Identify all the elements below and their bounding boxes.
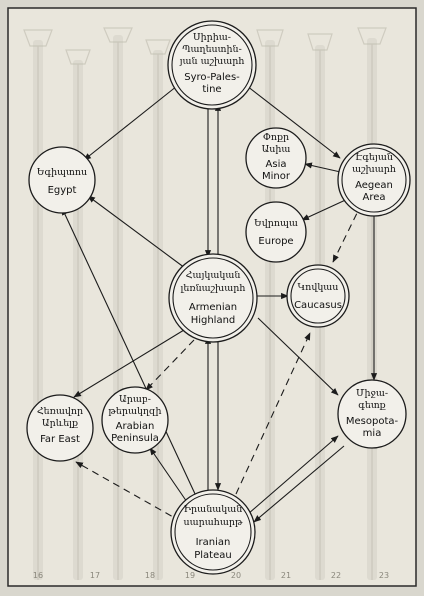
node-label-hy: յան աշխարհ xyxy=(179,56,245,67)
node-label-en: Peninsula xyxy=(111,433,159,444)
edge-aegean-asia xyxy=(304,162,346,174)
node-label-en: Caucasus xyxy=(294,300,342,311)
node-label-en: Arabian xyxy=(116,421,155,432)
node-label-hy: Սիրիա- xyxy=(193,32,231,43)
figure-number: 17 xyxy=(90,571,100,580)
node-label-hy: Կովկաս xyxy=(298,282,339,293)
node-label-en: Iranian xyxy=(196,537,231,548)
node-arabian-peninsula: Արաբ- թերակղզի Arabian Peninsula xyxy=(101,386,169,454)
figure-number: 20 xyxy=(231,571,241,580)
edge-syro-egypt xyxy=(83,85,178,161)
node-label-en: Minor xyxy=(262,171,291,182)
node-syro-palestine: Սիրիա- Պաղեստին- յան աշխարհ Syro-Pales- … xyxy=(167,20,257,110)
node-label-hy: Միջա- xyxy=(356,388,388,399)
node-aegean-area: Էգեյան աշխարհ Aegean Area xyxy=(337,143,411,217)
figure-number: 19 xyxy=(185,571,195,580)
node-mesopotamia: Միջա- գետք Mesopota- mia xyxy=(337,379,407,449)
figure-number: 21 xyxy=(281,571,291,580)
edge-meso-iranian xyxy=(253,445,345,523)
edge-armenian-fareast xyxy=(73,329,185,398)
edge-iranian-fareast xyxy=(75,461,183,523)
node-label-en: Asia xyxy=(266,159,287,170)
figure-number: 23 xyxy=(379,571,389,580)
node-label-hy: լեռնաշխարհ xyxy=(181,283,246,294)
node-armenian-highland: Հայկական լեռնաշխարհ Armenian Highland xyxy=(168,253,258,343)
edge-iranian-caucasus xyxy=(235,332,311,495)
edge-aegean-caucasus xyxy=(332,202,363,263)
edges xyxy=(61,85,378,523)
edge-armenian-egypt xyxy=(87,195,186,269)
node-label-en: Far East xyxy=(40,434,80,445)
node-label-hy: Պաղեստին- xyxy=(182,44,242,55)
node-label-hy: Եգիպտոս xyxy=(37,167,87,178)
figure-number: 16 xyxy=(33,571,43,580)
node-label-hy: Հեռավոր xyxy=(37,406,83,417)
node-label-en: Aegean xyxy=(355,180,393,191)
node-label-hy: Փոքր xyxy=(263,132,289,143)
node-label-en: Area xyxy=(362,192,385,203)
node-label-hy: Արևելք xyxy=(42,418,78,429)
node-iranian-plateau: Իրանական սարահարթ Iranian Plateau xyxy=(170,489,256,575)
node-label-hy: Հայկական xyxy=(186,270,241,281)
figure-number: 18 xyxy=(145,571,155,580)
node-label-en: mia xyxy=(363,428,382,439)
node-label-en: Europe xyxy=(258,236,293,247)
node-asia-minor: Փոքր Ասիա Asia Minor xyxy=(245,127,307,189)
node-europe: Եվրոպա Europe xyxy=(245,201,307,263)
edge-aegean-europe xyxy=(301,196,353,221)
node-label-en: Egypt xyxy=(48,185,77,196)
edge-armenian-meso xyxy=(257,317,339,396)
node-label-hy: Եվրոպա xyxy=(254,218,298,229)
node-label-en: Plateau xyxy=(194,550,231,561)
node-egypt: Եգիպտոս Egypt xyxy=(28,146,96,214)
node-label-en: Syro-Pales- xyxy=(184,72,240,83)
edge-iranian-meso xyxy=(247,435,339,515)
node-label-en: Mesopota- xyxy=(346,416,399,427)
edge-iranian-arabian xyxy=(149,447,188,503)
node-far-east: Հեռավոր Արևելք Far East xyxy=(26,394,94,462)
node-label-hy: Իրանական xyxy=(184,504,243,515)
node-label-en: tine xyxy=(202,84,221,95)
node-label-en: Highland xyxy=(191,315,236,326)
node-label-hy: գետք xyxy=(358,400,385,411)
node-label-hy: Էգեյան xyxy=(355,152,393,163)
node-label-hy: Արաբ- xyxy=(119,394,151,405)
edge-iranian-egypt xyxy=(61,207,197,497)
node-caucasus: Կովկաս Caucasus xyxy=(286,264,350,328)
node-label-hy: աշխարհ xyxy=(352,164,396,175)
figure-number: 22 xyxy=(331,571,341,580)
node-label-hy: Ասիա xyxy=(262,144,291,155)
node-label-hy: սարահարթ xyxy=(184,517,243,528)
background-figure-numbers: 16 17 18 19 20 21 22 23 xyxy=(33,571,389,580)
node-label-hy: թերակղզի xyxy=(108,406,161,417)
edge-syro-aegean xyxy=(246,85,341,159)
node-label-en: Armenian xyxy=(189,302,237,313)
